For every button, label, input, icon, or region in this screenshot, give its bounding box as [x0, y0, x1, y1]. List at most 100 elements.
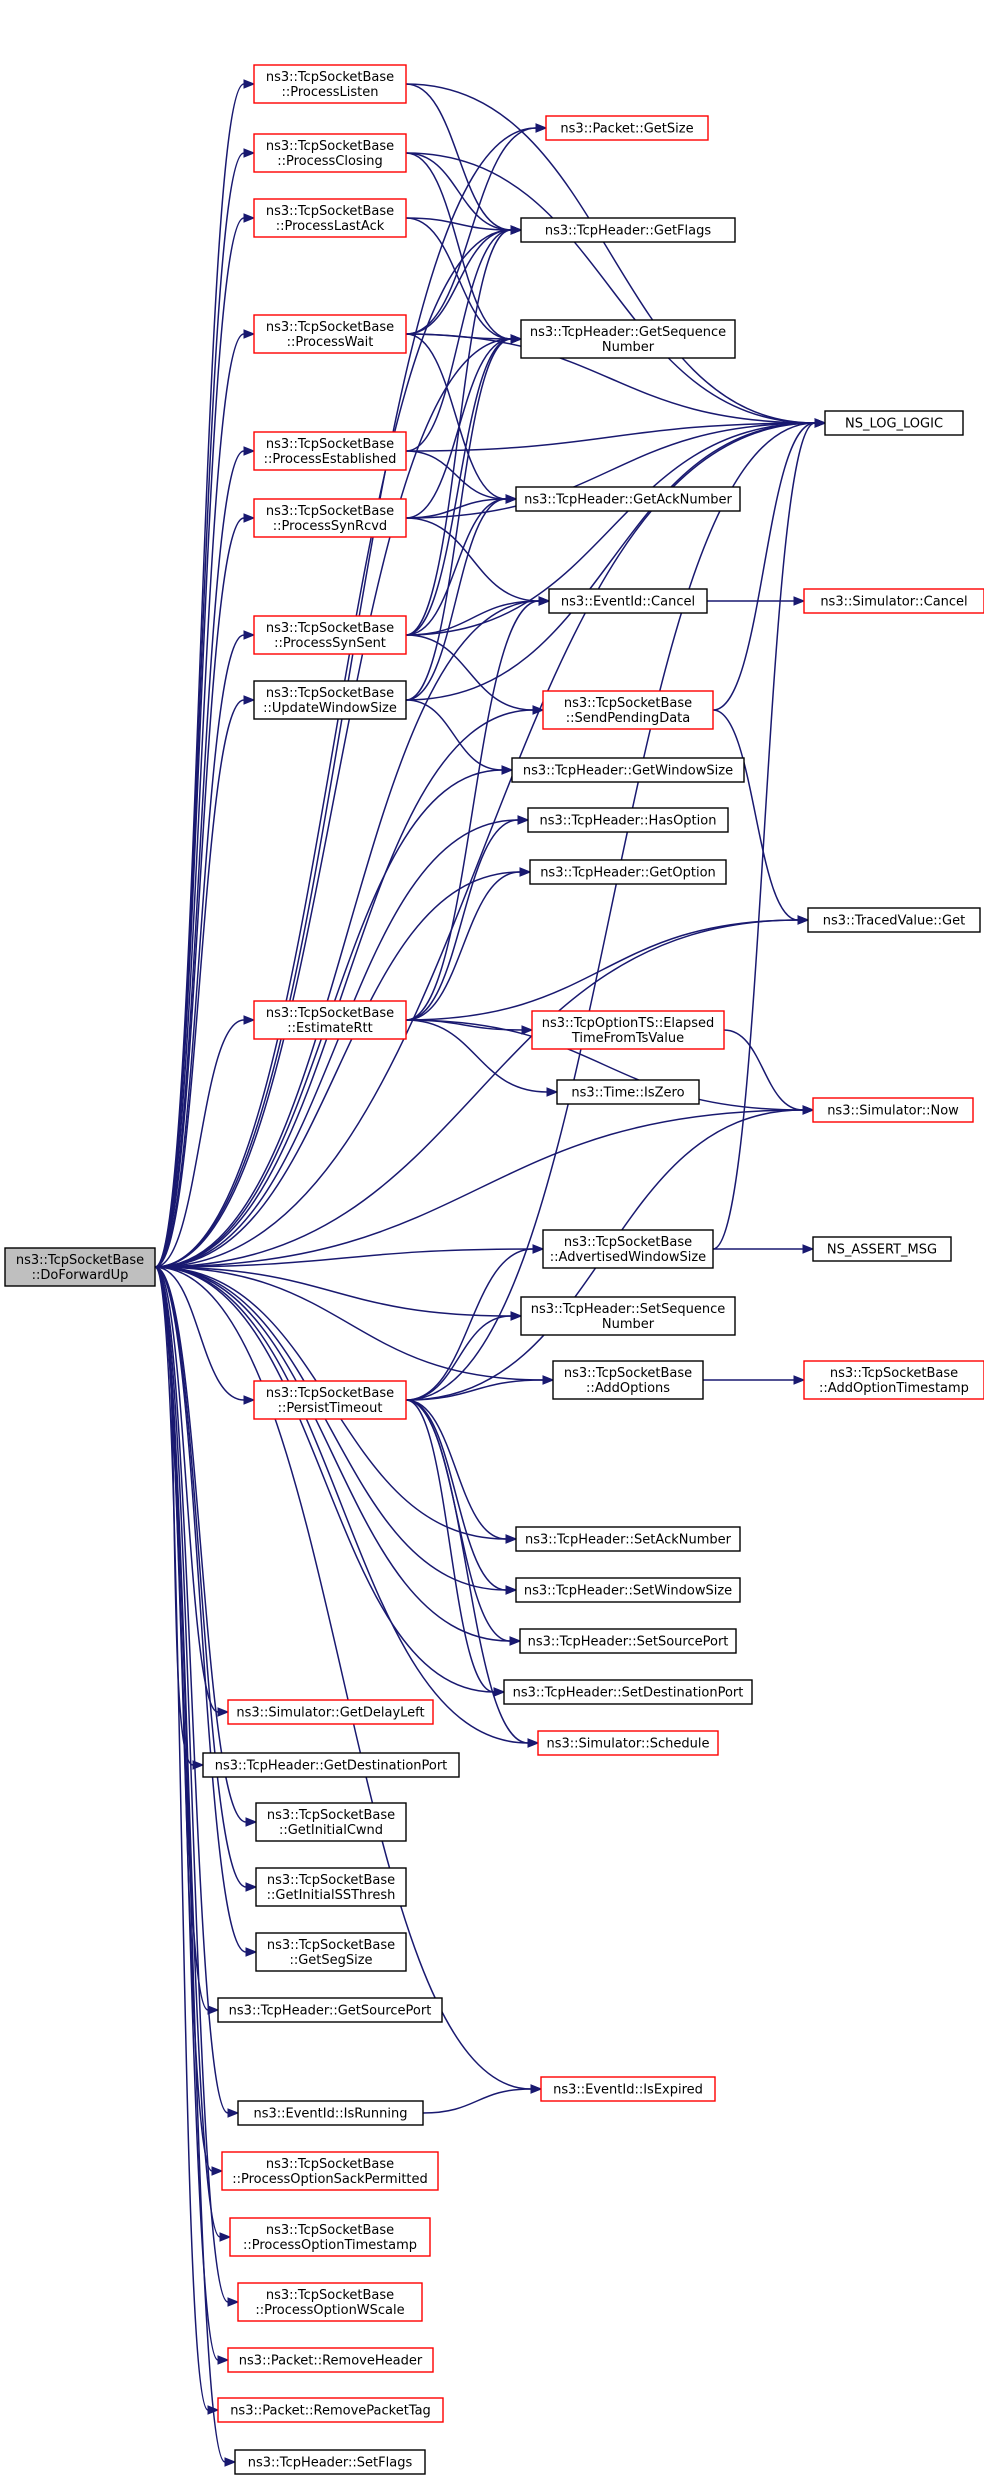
edge-arrowhead: [802, 1105, 815, 1115]
node-get-source-port[interactable]: ns3::TcpHeader::GetSourcePort: [217, 1997, 443, 2023]
node-set-source-port[interactable]: ns3::TcpHeader::SetSourcePort: [519, 1628, 737, 1654]
node-process-option-sack-permitted[interactable]: ns3::TcpSocketBase::ProcessOptionSackPer…: [221, 2151, 439, 2191]
edge-line: [405, 634, 534, 711]
edge-line: [712, 709, 799, 921]
node-add-option-timestamp[interactable]: ns3::TcpSocketBase::AddOptionTimestamp: [803, 1360, 984, 1400]
node-ns-assert-msg[interactable]: NS_ASSERT_MSG: [812, 1236, 952, 1262]
node-set-ack-number[interactable]: ns3::TcpHeader::SetAckNumber: [515, 1526, 741, 1552]
node-packet-get-size[interactable]: ns3::Packet::GetSize: [545, 115, 709, 141]
node-set-window-size[interactable]: ns3::TcpHeader::SetWindowSize: [515, 1577, 741, 1603]
node-root: ns3::TcpSocketBase::DoForwardUp: [4, 1247, 156, 1287]
node-label-line: ns3::TcpHeader::SetFlags: [248, 2456, 413, 2471]
node-add-options[interactable]: ns3::TcpSocketBase::AddOptions: [552, 1360, 704, 1400]
node-ns-log-logic[interactable]: NS_LOG_LOGIC: [824, 410, 964, 436]
edge-line: [405, 127, 537, 335]
node-label-line: ns3::TcpHeader::GetSourcePort: [229, 2004, 432, 2019]
edge-line: [405, 338, 512, 636]
edge-process-syn-sent-to-send-pending-data: [405, 634, 545, 715]
node-simulator-now[interactable]: ns3::Simulator::Now: [812, 1097, 974, 1123]
edge-line: [723, 1029, 804, 1111]
node-remove-header[interactable]: ns3::Packet::RemoveHeader: [227, 2347, 434, 2373]
edge-root-to-set-flags: [154, 1266, 237, 2467]
edge-line: [154, 1266, 495, 1693]
edge-estimate-rtt-to-event-cancel: [405, 596, 551, 1021]
node-label-line: ::EstimateRtt: [287, 1021, 372, 1036]
edge-line: [154, 1266, 511, 1642]
node-event-cancel[interactable]: ns3::EventId::Cancel: [548, 588, 708, 614]
edge-arrowhead: [243, 329, 256, 339]
node-estimate-rtt[interactable]: ns3::TcpSocketBase::EstimateRtt: [253, 1000, 407, 1040]
node-get-window-size[interactable]: ns3::TcpHeader::GetWindowSize: [511, 757, 745, 783]
edge-line: [405, 1399, 495, 1693]
node-time-is-zero[interactable]: ns3::Time::IsZero: [556, 1079, 700, 1105]
node-process-established[interactable]: ns3::TcpSocketBase::ProcessEstablished: [253, 431, 407, 471]
node-is-running[interactable]: ns3::EventId::IsRunning: [237, 2100, 424, 2126]
edge-root-to-get-seg-size: [154, 1266, 258, 1957]
node-advertised-window-size[interactable]: ns3::TcpSocketBase::AdvertisedWindowSize: [542, 1229, 714, 1269]
node-label-line: NS_LOG_LOGIC: [845, 417, 943, 432]
node-remove-packet-tag[interactable]: ns3::Packet::RemovePacketTag: [217, 2397, 444, 2423]
node-get-delay-left[interactable]: ns3::Simulator::GetDelayLeft: [227, 1699, 434, 1725]
node-process-wait[interactable]: ns3::TcpSocketBase::ProcessWait: [253, 314, 407, 354]
node-get-destination-port[interactable]: ns3::TcpHeader::GetDestinationPort: [202, 1752, 460, 1778]
node-box: [556, 1079, 700, 1105]
edge-line: [154, 1109, 804, 1268]
node-get-initial-ss-thresh[interactable]: ns3::TcpSocketBase::GetInitialSSThresh: [255, 1867, 407, 1907]
node-box: [812, 1097, 974, 1123]
node-update-window-size[interactable]: ns3::TcpSocketBase::UpdateWindowSize: [253, 680, 407, 720]
node-set-flags[interactable]: ns3::TcpHeader::SetFlags: [234, 2449, 426, 2475]
node-label-line: ns3::TcpHeader::SetSequence: [531, 1302, 726, 1317]
edge-line: [405, 229, 512, 335]
node-process-last-ack[interactable]: ns3::TcpSocketBase::ProcessLastAck: [253, 198, 407, 238]
node-set-destination-port[interactable]: ns3::TcpHeader::SetDestinationPort: [503, 1679, 753, 1705]
node-simulator-cancel[interactable]: ns3::Simulator::Cancel: [803, 588, 984, 614]
node-process-option-w-scale[interactable]: ns3::TcpSocketBase::ProcessOptionWScale: [237, 2282, 423, 2322]
node-process-listen[interactable]: ns3::TcpSocketBase::ProcessListen: [253, 64, 407, 104]
node-process-closing[interactable]: ns3::TcpSocketBase::ProcessClosing: [253, 133, 407, 173]
node-persist-timeout[interactable]: ns3::TcpSocketBase::PersistTimeout: [253, 1380, 407, 1420]
edge-update-window-size-to-get-sequence-number: [405, 334, 523, 701]
node-process-syn-sent[interactable]: ns3::TcpSocketBase::ProcessSynSent: [253, 615, 407, 655]
node-get-flags[interactable]: ns3::TcpHeader::GetFlags: [520, 217, 736, 243]
node-label-line: ns3::Packet::RemovePacketTag: [230, 2404, 431, 2419]
edge-arrowhead: [521, 1025, 534, 1035]
edge-process-closing-to-ns-log-logic: [405, 152, 827, 428]
edge-arrowhead: [505, 1585, 518, 1595]
node-schedule[interactable]: ns3::Simulator::Schedule: [537, 1730, 719, 1756]
node-box: [515, 1577, 741, 1603]
edge-arrowhead: [505, 1534, 518, 1544]
edge-line: [154, 1266, 529, 1744]
node-label-line: ns3::TracedValue::Get: [823, 914, 965, 929]
node-get-initial-cwnd[interactable]: ns3::TcpSocketBase::GetInitialCwnd: [255, 1802, 407, 1842]
node-label-line: ns3::TcpHeader::HasOption: [540, 814, 717, 829]
node-send-pending-data[interactable]: ns3::TcpSocketBase::SendPendingData: [542, 690, 714, 730]
edge-line: [405, 1315, 512, 1401]
node-get-seg-size[interactable]: ns3::TcpSocketBase::GetSegSize: [255, 1932, 407, 1972]
node-label-line: ::ProcessLastAck: [276, 219, 385, 234]
node-box: [255, 1932, 407, 1972]
edge-line: [154, 600, 540, 1268]
node-process-syn-rcvd[interactable]: ns3::TcpSocketBase::ProcessSynRcvd: [253, 498, 407, 538]
edge-persist-timeout-to-schedule: [405, 1399, 540, 1748]
edge-line: [154, 333, 245, 1268]
edge-line: [154, 1266, 247, 1823]
edge-line: [405, 217, 512, 231]
node-label-line: ns3::Simulator::Schedule: [546, 1737, 709, 1752]
node-has-option[interactable]: ns3::TcpHeader::HasOption: [527, 807, 729, 833]
node-label-line: ns3::TcpSocketBase: [266, 2288, 394, 2303]
edge-root-to-persist-timeout: [154, 1266, 256, 1405]
edge-arrowhead: [793, 596, 806, 606]
edge-arrowhead: [793, 1375, 806, 1385]
edge-arrowhead: [519, 867, 532, 877]
node-is-expired[interactable]: ns3::EventId::IsExpired: [540, 2076, 716, 2102]
node-traced-value-get[interactable]: ns3::TracedValue::Get: [807, 907, 981, 933]
edge-line: [154, 871, 521, 1268]
node-process-option-timestamp[interactable]: ns3::TcpSocketBase::ProcessOptionTimesta…: [229, 2217, 431, 2257]
node-box: [253, 680, 407, 720]
edge-line: [154, 1266, 229, 2114]
node-get-ack-number[interactable]: ns3::TcpHeader::GetAckNumber: [515, 486, 741, 512]
node-get-option[interactable]: ns3::TcpHeader::GetOption: [529, 859, 727, 885]
